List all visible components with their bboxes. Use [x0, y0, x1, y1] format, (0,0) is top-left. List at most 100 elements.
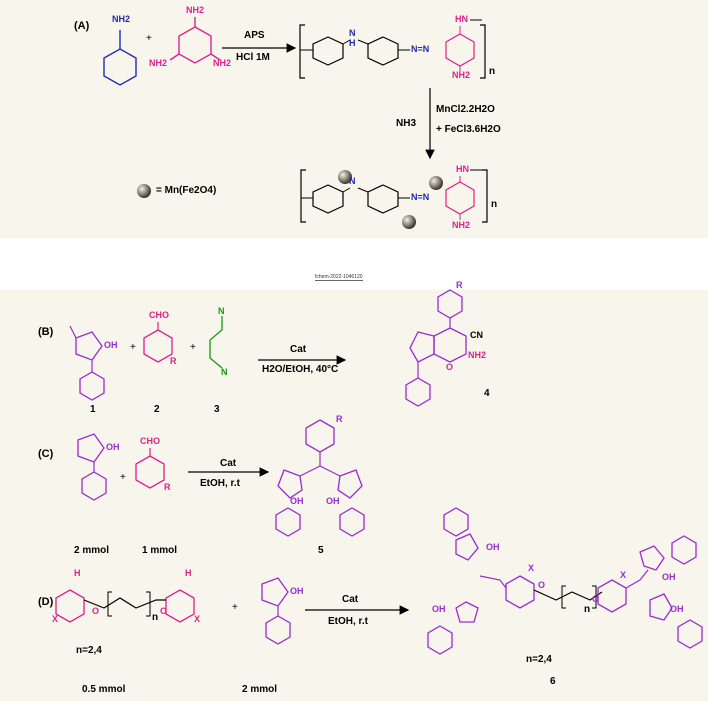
product6-right-aryl: [597, 579, 627, 613]
pyrazolone-ring-b: [75, 331, 103, 361]
product6-o-2: O: [592, 594, 600, 604]
product6-right-pyrazole-bottom: [649, 593, 673, 621]
panel-label-d: (D): [38, 596, 54, 608]
plus-sign-b1: +: [130, 342, 136, 353]
product4-aryl: [437, 289, 463, 319]
benzaldehyde-ring-b: [143, 329, 173, 363]
product6-left-phenyl-bottom: [427, 625, 453, 655]
product4-pyran: [433, 327, 467, 363]
compound-number-2: 2: [154, 404, 160, 415]
malononitrile: [209, 316, 223, 369]
product5-oh-2: OH: [326, 496, 340, 506]
repeat-n-2: n: [491, 199, 498, 210]
product6-right-phenyl-top: [671, 535, 697, 565]
pyrazolone-oh-c: OH: [106, 442, 120, 452]
product6-left-phenyl-top: [443, 507, 469, 537]
hcl-label: HCl 1M: [236, 52, 270, 63]
alkyl-chain-d: [83, 597, 166, 609]
dialdehyde-o-2: O: [160, 606, 168, 616]
aldehyde-r-b: R: [170, 356, 177, 366]
manuscript-stamp: fchem-2022-1046120: [315, 274, 363, 281]
aps-label: APS: [244, 30, 265, 41]
pyrazolone-oh-b: OH: [104, 340, 118, 350]
phenyl-ring-c1: [81, 471, 107, 501]
product6-left-aryl: [505, 575, 535, 609]
product5-aryl: [305, 419, 335, 453]
cat-label-c: Cat: [220, 458, 237, 469]
product5-pyrazole-1: [277, 469, 303, 499]
plus-sign-d: +: [232, 602, 238, 613]
nanoparticle-ball-2: [429, 176, 443, 190]
melamine-nh2-left: NH2: [149, 58, 168, 68]
product6-right-pyrazole-top: [639, 545, 665, 571]
polymer-triazine-1: [445, 33, 475, 67]
benzaldehyde-ring-c: [135, 455, 165, 489]
repeat-n-1: n: [489, 66, 496, 77]
polymer2-n-label: N: [349, 176, 356, 186]
plus-sign-b2: +: [190, 342, 196, 353]
aldehyde-cho-c: CHO: [140, 436, 160, 446]
polymer-ring-2: [367, 36, 399, 66]
azo-label: N=N: [411, 44, 430, 54]
product4-r: R: [456, 280, 463, 290]
product6-o-1: O: [538, 580, 546, 590]
polymer2-nh2-label: NH2: [452, 220, 471, 230]
product6-x-1: X: [528, 563, 535, 573]
nh3-label: NH3: [396, 118, 417, 129]
scheme-bcd-panel: [0, 290, 708, 701]
product4-nh2: NH2: [468, 350, 487, 360]
panel-label-a: (A): [74, 20, 90, 32]
phenyl-ring-d1: [265, 615, 291, 645]
amount-1mmol-c: 1 mmol: [142, 545, 178, 556]
polymer2-azo-label: N=N: [411, 192, 430, 202]
polymer-ring-1: [312, 36, 344, 66]
product5-pyrazole-2: [337, 469, 363, 499]
product5-r: R: [336, 414, 343, 424]
mn-fe2o4-legend-ball: [137, 184, 151, 198]
plus-sign-a: +: [146, 33, 152, 44]
n-values-product6: n=2,4: [526, 654, 552, 665]
conditions-d: EtOH, r.t: [328, 616, 369, 627]
product5-oh-1: OH: [290, 496, 304, 506]
polymer-h-label: H: [349, 38, 356, 48]
aldehyde-r-c: R: [164, 482, 171, 492]
amount-0-5mmol-d: 0.5 mmol: [82, 684, 126, 695]
product6-oh-2: OH: [432, 604, 446, 614]
product6-oh-1: OH: [486, 542, 500, 552]
aniline-nh2-label: NH2: [112, 14, 131, 24]
compound-number-4: 4: [484, 388, 490, 399]
product4-pyrazole: [409, 331, 435, 363]
fecl3-label: + FeCl3.6H2O: [436, 124, 501, 135]
product4-cn: CN: [470, 330, 483, 340]
product6-left-pyrazole-top: [455, 533, 479, 561]
aldehyde-cho-b: CHO: [149, 310, 169, 320]
melamine-ring: [178, 26, 212, 64]
mncl2-label: MnCl2.2H2O: [436, 104, 495, 115]
dialdehyde-x-1: X: [52, 614, 59, 624]
nanoparticle-ball-1: [338, 170, 352, 184]
polymer2-triazine: [445, 181, 475, 215]
repeat-n-product6: n: [584, 604, 591, 615]
phenyl-ring-b1: [79, 371, 105, 401]
cat-label-b: Cat: [290, 344, 307, 355]
pyrazolone-ring-c: [77, 433, 105, 463]
dialdehyde-h-1: H: [74, 568, 81, 578]
product4-o: O: [446, 362, 454, 372]
polymer-nh2-label: NH2: [452, 70, 471, 80]
scheme-a-panel: [0, 0, 708, 238]
nitrile-n-bottom: N: [221, 367, 228, 377]
conditions-c: EtOH, r.t: [200, 478, 241, 489]
product6-left-pyrazole-bottom: [455, 601, 479, 623]
polymer2-ring-1: [312, 184, 344, 214]
product5-phenyl-2: [339, 507, 365, 537]
amount-2mmol-c: 2 mmol: [74, 545, 110, 556]
compound-number-3: 3: [214, 404, 220, 415]
product6-oh-4: OH: [670, 604, 684, 614]
compound-number-6: 6: [550, 676, 556, 687]
product6-x-2: X: [620, 570, 627, 580]
cat-label-d: Cat: [342, 594, 359, 605]
product6-chain: [533, 589, 603, 601]
pyrazolone-ring-d: [261, 577, 289, 607]
panel-label-c: (C): [38, 448, 54, 460]
